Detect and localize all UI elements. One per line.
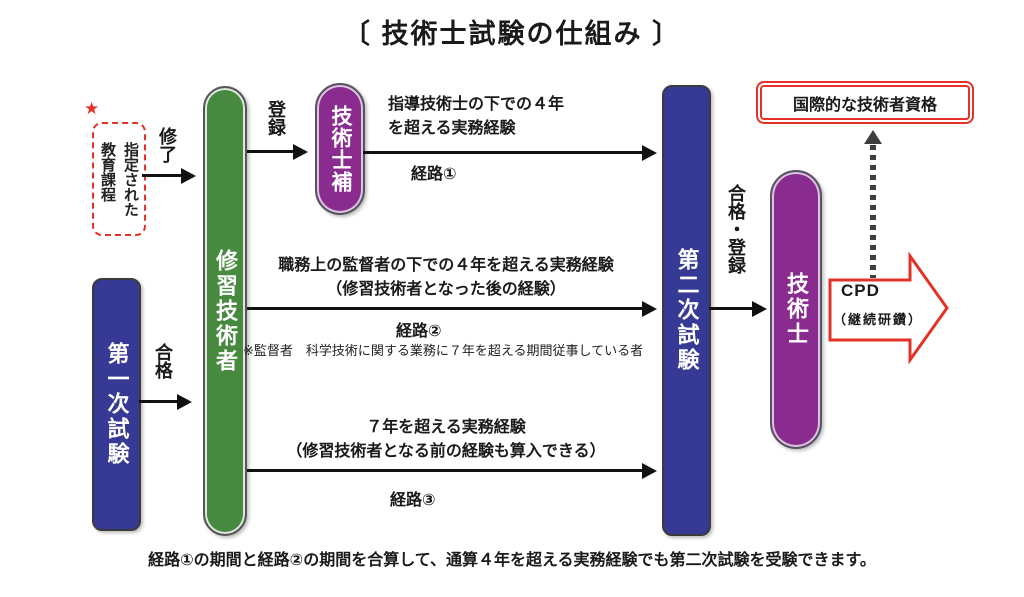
engineer-node: 技術士 [770,170,822,449]
route3-label: 経路③ [390,492,436,509]
route2-text: 職務上の監督者の下での４年を超える実務経験 （修習技術者となった後の経験） [278,257,614,298]
cpd-arrow-shape [828,251,949,365]
designated-course-label: 指定された 教育課程 [99,141,139,217]
trainee-engineer-label: 修習技術者 [213,248,238,374]
associate-engineer-label: 技術士補 [329,105,352,193]
cpd-arrow [828,251,950,365]
route2-label: 経路② [396,323,442,340]
cpd-subtitle: （継続研鑽） [833,312,924,327]
registration-label: 登録 [266,100,286,136]
pass-label: 合格 [153,343,173,379]
route1-text: 指導技術士の下での４年 を超える実務経験 [388,96,565,137]
second-exam-label: 第二次試験 [674,248,700,373]
route2-note: ※監督者 科学技術に関する業務に７年を超える期間従事している者 [243,343,644,358]
route3-text: ７年を超える実務経験 （修習技術者となる前の経験も算入できる） [286,419,606,460]
cpd-title: CPD [841,281,880,300]
second-exam-node: 第二次試験 [662,85,711,536]
trainee-engineer-node: 修習技術者 [203,86,247,536]
engineer-label: 技術士 [784,272,809,347]
associate-engineer-node: 技術士補 [315,83,365,215]
first-exam-node: 第一次試験 [92,278,141,531]
star-icon: ★ [84,99,100,118]
page-title: 〔 技術士試験の仕組み 〕 [342,19,681,49]
international-qualification-label: 国際的な技術者資格 [792,96,937,114]
first-exam-label: 第一次試験 [104,342,130,467]
footnote: 経路①の期間と経路②の期間を合算して、通算４年を超える実務経験でも第二次試験を受… [148,552,876,569]
pass-registration-label: 合格・登録 [726,184,746,274]
international-qualification-box: 国際的な技術者資格 [756,81,974,124]
route1-label: 経路① [411,166,457,183]
designated-course-box: 指定された 教育課程 [92,122,146,236]
completion-label: 修了 [157,127,177,163]
